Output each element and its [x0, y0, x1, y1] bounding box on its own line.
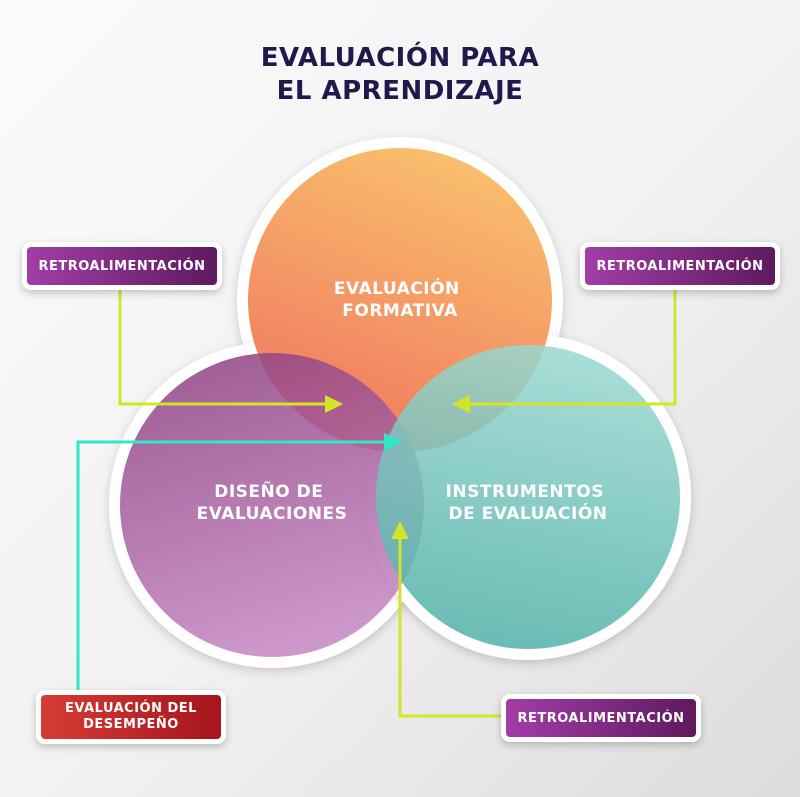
svg-text:INSTRUMENTOS DE EVALUACIÓN: INSTRUMENTOS DE EVALUACIÓN	[446, 482, 611, 524]
label-instrumentos-line-2: DE EVALUACIÓN	[448, 502, 607, 524]
performance-evaluation-tag: EVALUACIÓN DEL DESEMPEÑO	[36, 690, 226, 744]
svg-text:DISEÑO DE EVALUACIONES: DISEÑO DE EVALUACIONES	[197, 479, 348, 524]
performance-tag-line-1: EVALUACIÓN DEL	[65, 701, 197, 716]
arrow-left-feedback	[118, 290, 343, 413]
circle-instrumentos	[376, 345, 680, 649]
circle-diseno	[120, 353, 424, 657]
performance-tag-line-2: DESEMPEÑO	[83, 717, 179, 732]
page-title-line-2: EL APRENDIZAJE	[276, 76, 524, 106]
feedback-tag-right: RETROALIMENTACIÓN	[580, 242, 780, 290]
label-diseno-line-2: EVALUACIONES	[197, 504, 348, 524]
label-formativa-line-2: FORMATIVA	[342, 301, 458, 321]
arrow-performance	[76, 433, 402, 690]
label-diseno-line-1: DISEÑO DE	[214, 479, 323, 502]
feedback-tag-left: RETROALIMENTACIÓN	[22, 242, 222, 290]
arrow-bottom-feedback	[391, 521, 501, 718]
svg-text:EVALUACIÓN FORMATIVA: EVALUACIÓN FORMATIVA	[334, 277, 466, 321]
label-instrumentos-line-1: INSTRUMENTOS	[446, 482, 604, 502]
arrow-right-feedback	[452, 290, 677, 413]
page-title-line-1: EVALUACIÓN PARA	[260, 43, 540, 73]
page-title: EVALUACIÓN PARA EL APRENDIZAJE	[0, 42, 800, 108]
feedback-tag-bottom: RETROALIMENTACIÓN	[501, 694, 701, 742]
label-formativa-line-1: EVALUACIÓN	[334, 277, 460, 299]
